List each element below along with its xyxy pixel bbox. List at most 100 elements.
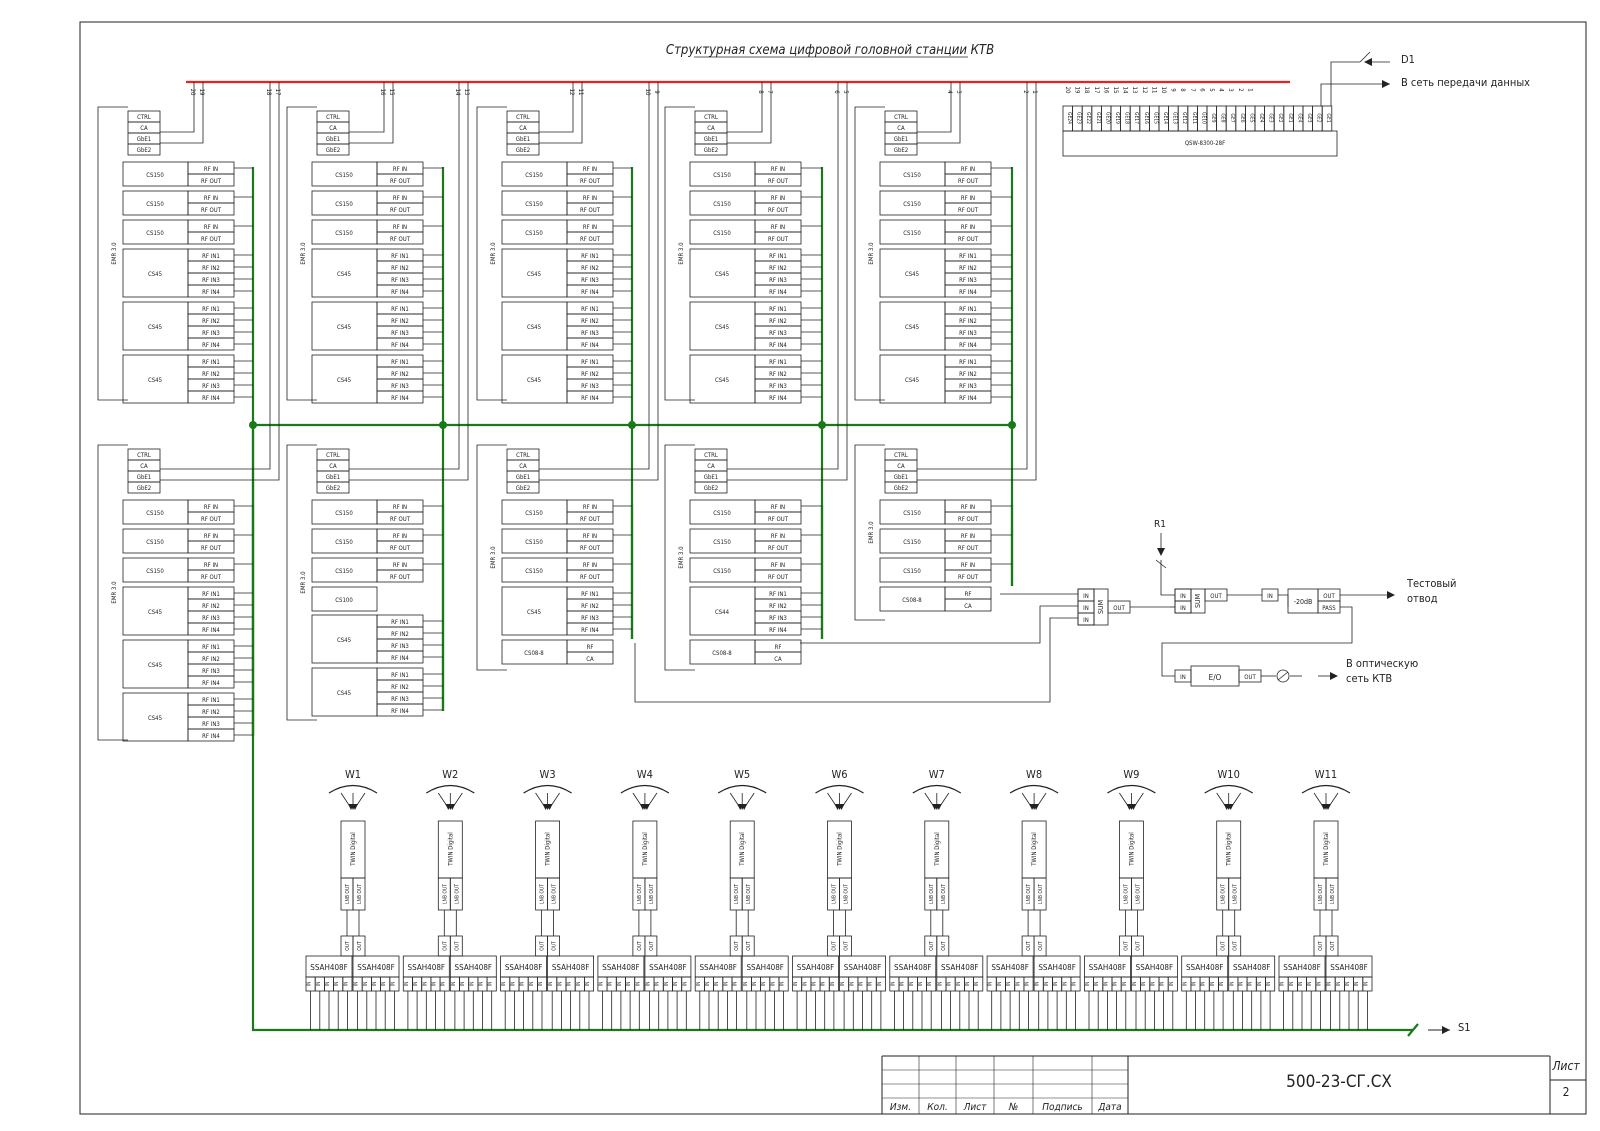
ms-in-label: IN	[1289, 982, 1295, 987]
ctrl-port-label: GbE2	[894, 147, 908, 154]
lnb-out-label: LNB OUT	[454, 884, 460, 904]
port-label: RF OUT	[390, 516, 411, 523]
ms-in-label: IN	[812, 982, 818, 987]
card-label: CS45	[337, 271, 351, 278]
ctrl-port-label: GbE1	[704, 136, 718, 143]
card-label: CS150	[525, 568, 543, 575]
port-label: OUT	[357, 941, 363, 951]
port-label: RF IN	[583, 224, 597, 231]
dish-label: W10	[1218, 768, 1240, 781]
port-label: RF OUT	[958, 574, 979, 581]
lnb-out-label: LNB OUT	[832, 884, 838, 904]
ms-in-label: IN	[696, 982, 702, 987]
port-label: RF IN1	[769, 359, 787, 366]
rf-out-port	[566, 202, 614, 216]
port-label: RF IN	[771, 533, 785, 540]
switch-port-number: 1	[1246, 88, 1253, 91]
ms-in-label: IN	[307, 982, 313, 987]
port-label: RF IN4	[769, 342, 787, 349]
ms-in-label: IN	[1298, 982, 1304, 987]
port-label: RF OUT	[768, 207, 789, 214]
ctrl-port-label: GbE1	[516, 136, 530, 143]
port-label: RF IN2	[202, 656, 220, 663]
switch-port-number: 4	[1218, 88, 1225, 92]
ms-in-label: IN	[1182, 982, 1188, 987]
rf-out-port	[754, 569, 802, 583]
port-number: 6	[833, 90, 840, 94]
switch-port-label: GE11	[1191, 112, 1197, 124]
gbe-uplink	[349, 82, 469, 481]
ms-in-label: IN	[1113, 982, 1119, 987]
card-label: CS150	[146, 568, 164, 575]
ms-in-label: IN	[363, 982, 369, 987]
switch-port-label: GE2	[1277, 113, 1283, 122]
card-label: CS150	[713, 230, 731, 237]
port-label: OUT	[442, 941, 448, 951]
port-label: RF OUT	[768, 236, 789, 243]
ctrl-port-label: CA	[519, 463, 527, 470]
port-label: RF IN2	[391, 631, 409, 638]
chassis-bracket	[97, 444, 128, 741]
rf-out-port	[944, 173, 992, 187]
multiswitch-label: SSAH408F	[455, 963, 493, 972]
port-label: RF IN3	[202, 668, 220, 675]
port-label: RF OUT	[768, 178, 789, 185]
switch-port-label: GE17	[1133, 112, 1139, 124]
ms-in-label: IN	[997, 982, 1003, 987]
port-label: RF IN2	[391, 318, 409, 325]
port-label: RF IN	[393, 166, 407, 173]
ms-in-label: IN	[1229, 982, 1235, 987]
port-label: OUT	[1113, 605, 1125, 612]
port-label: RF IN1	[959, 359, 977, 366]
port-label: IN	[1083, 593, 1089, 600]
rf-out-port	[187, 540, 235, 554]
multiswitch-label: SSAH408F	[1038, 963, 1076, 972]
port-label: RF IN4	[581, 289, 599, 296]
switch-port-label: GE20	[1104, 112, 1110, 124]
dish-icon	[328, 784, 378, 794]
ms-in-label: IN	[965, 982, 971, 987]
dish-label: W4	[637, 768, 653, 781]
port-label: OUT	[552, 941, 558, 951]
dish-label: W6	[831, 768, 847, 781]
port-label: RF IN2	[202, 265, 220, 272]
gbe-uplink	[349, 82, 394, 144]
stamp-header: Изм.	[890, 1102, 911, 1113]
port-label: RF OUT	[390, 207, 411, 214]
lnb-out-label: LNB OUT	[941, 884, 947, 904]
lnb-out-label: LNB OUT	[929, 884, 935, 904]
ms-in-label: IN	[947, 982, 953, 987]
port-label: OUT	[1323, 593, 1335, 600]
port-label: RF IN3	[581, 330, 599, 337]
ms-in-label: IN	[343, 982, 349, 987]
ms-in-label: IN	[821, 982, 827, 987]
rf-out-port	[754, 511, 802, 525]
stamp-header: №	[1008, 1102, 1018, 1113]
port-label: RF IN	[393, 195, 407, 202]
stamp-header: Кол.	[927, 1102, 948, 1113]
ms-in-label: IN	[849, 982, 855, 987]
port-label: OUT	[540, 941, 546, 951]
multiswitch-label: SSAH408F	[844, 963, 882, 972]
ctrl-port-label: GbE2	[704, 147, 718, 154]
ctrl-port-label: GbE1	[516, 474, 530, 481]
ctrl-port-label: CTRL	[704, 452, 718, 459]
bus-junction	[628, 421, 636, 429]
dish-label: W8	[1026, 768, 1042, 781]
gbe-uplink	[917, 82, 952, 133]
ms-in-label: IN	[1169, 982, 1175, 987]
ctrl-port	[316, 143, 350, 156]
port-label: RF IN3	[959, 277, 977, 284]
port-number: 10	[644, 89, 651, 96]
chassis-label: EMR 3.0	[678, 242, 685, 265]
port-label: RF IN2	[581, 265, 599, 272]
port-label: RF IN2	[202, 709, 220, 716]
switch-port-label: GE4	[1258, 113, 1264, 122]
port-label: IN	[1180, 605, 1186, 612]
sheet-number: 2	[1563, 1085, 1570, 1099]
multiswitch-label: SSAH408F	[991, 963, 1029, 972]
lnb-label: TWIN Digital	[1031, 832, 1038, 866]
ms-in-label: IN	[432, 982, 438, 987]
port-label: RF OUT	[580, 207, 601, 214]
